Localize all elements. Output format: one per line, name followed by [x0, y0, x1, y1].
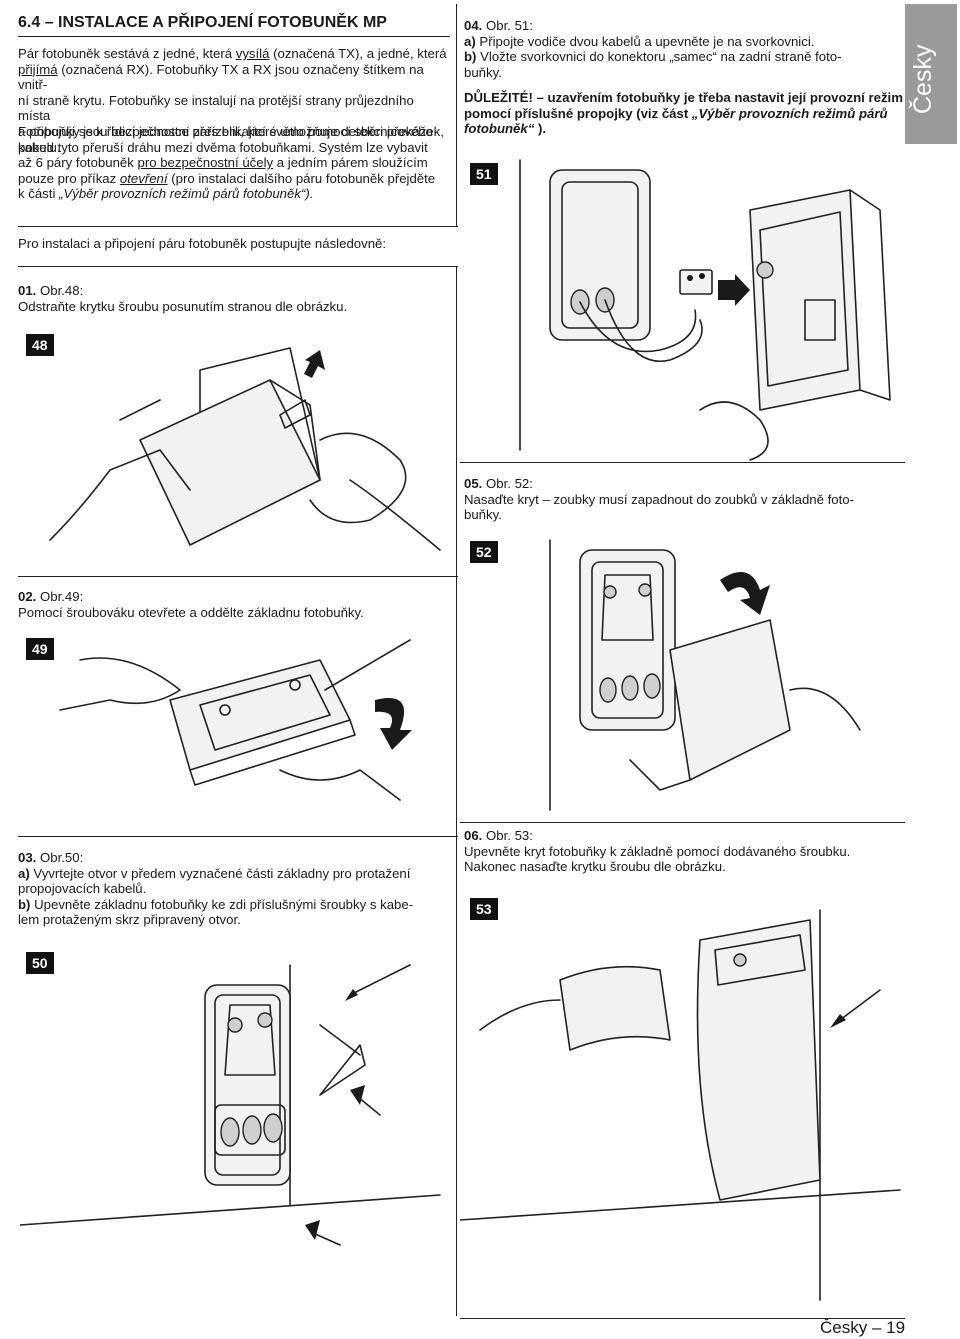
step-02-rule [18, 836, 458, 837]
procedure-intro: Pro instalaci a připojení páru fotobuněk… [18, 236, 387, 251]
figure-badge-50: 50 [26, 952, 54, 974]
step-02: 02. Obr.49: Pomocí šroubováku otevřete a… [18, 589, 364, 620]
step-01: 01. Obr.48: Odstraňte krytku šroubu posu… [18, 283, 348, 314]
figure-badge-52: 52 [470, 541, 498, 563]
figure-badge-53: 53 [470, 898, 498, 920]
intro-rule [18, 226, 458, 227]
language-side-tab: Česky [905, 4, 957, 144]
figure-51-illustration [519, 159, 891, 461]
figure-badge-49: 49 [26, 638, 54, 660]
figure-49-illustration [59, 639, 412, 801]
intro-paragraph-2: Fotobuňky jsou bezpečnostní zařízení, kt… [18, 124, 444, 202]
procedure-rule [18, 266, 458, 267]
heading-rule [18, 36, 450, 37]
step-03: 03. Obr.50: a) Vyvrtejte otvor v předem … [18, 850, 414, 928]
language-side-tab-label: Česky [909, 44, 937, 114]
figure-48-illustration [49, 347, 441, 551]
step-04: 04. Obr. 51: a) Připojte vodiče dvou kab… [464, 18, 842, 80]
figure-50-illustration [20, 964, 441, 1246]
important-note: DŮLEŽITÉ! – uzavřením fotobuňky je třeba… [464, 90, 903, 137]
page-number: 19 [886, 1318, 906, 1337]
figure-53-illustration [460, 909, 901, 1301]
column-divider-top [456, 4, 457, 226]
step-06-rule [460, 1318, 905, 1319]
footer-language: Česky [820, 1318, 868, 1337]
step-05-rule [460, 822, 905, 823]
intro-paragraph-1: Pár fotobuněk sestává z jedné, která vys… [18, 46, 447, 155]
step-06: 06. Obr. 53: Upevněte kryt fotobuňky k z… [464, 828, 851, 875]
page-footer: Česky – 19 [820, 1318, 905, 1338]
figure-badge-51: 51 [470, 163, 498, 185]
figure-badge-48: 48 [26, 334, 54, 356]
figure-52-illustration [549, 539, 861, 811]
step-05: 05. Obr. 52: Nasaďte kryt – zoubky musí … [464, 476, 855, 523]
section-heading: 6.4 – INSTALACE A PŘIPOJENÍ FOTOBUNĚK MP [18, 14, 387, 31]
footer-dash: – [871, 1318, 882, 1337]
column-divider [456, 266, 457, 1316]
step-04-rule [460, 462, 905, 463]
step-01-rule [18, 576, 458, 577]
